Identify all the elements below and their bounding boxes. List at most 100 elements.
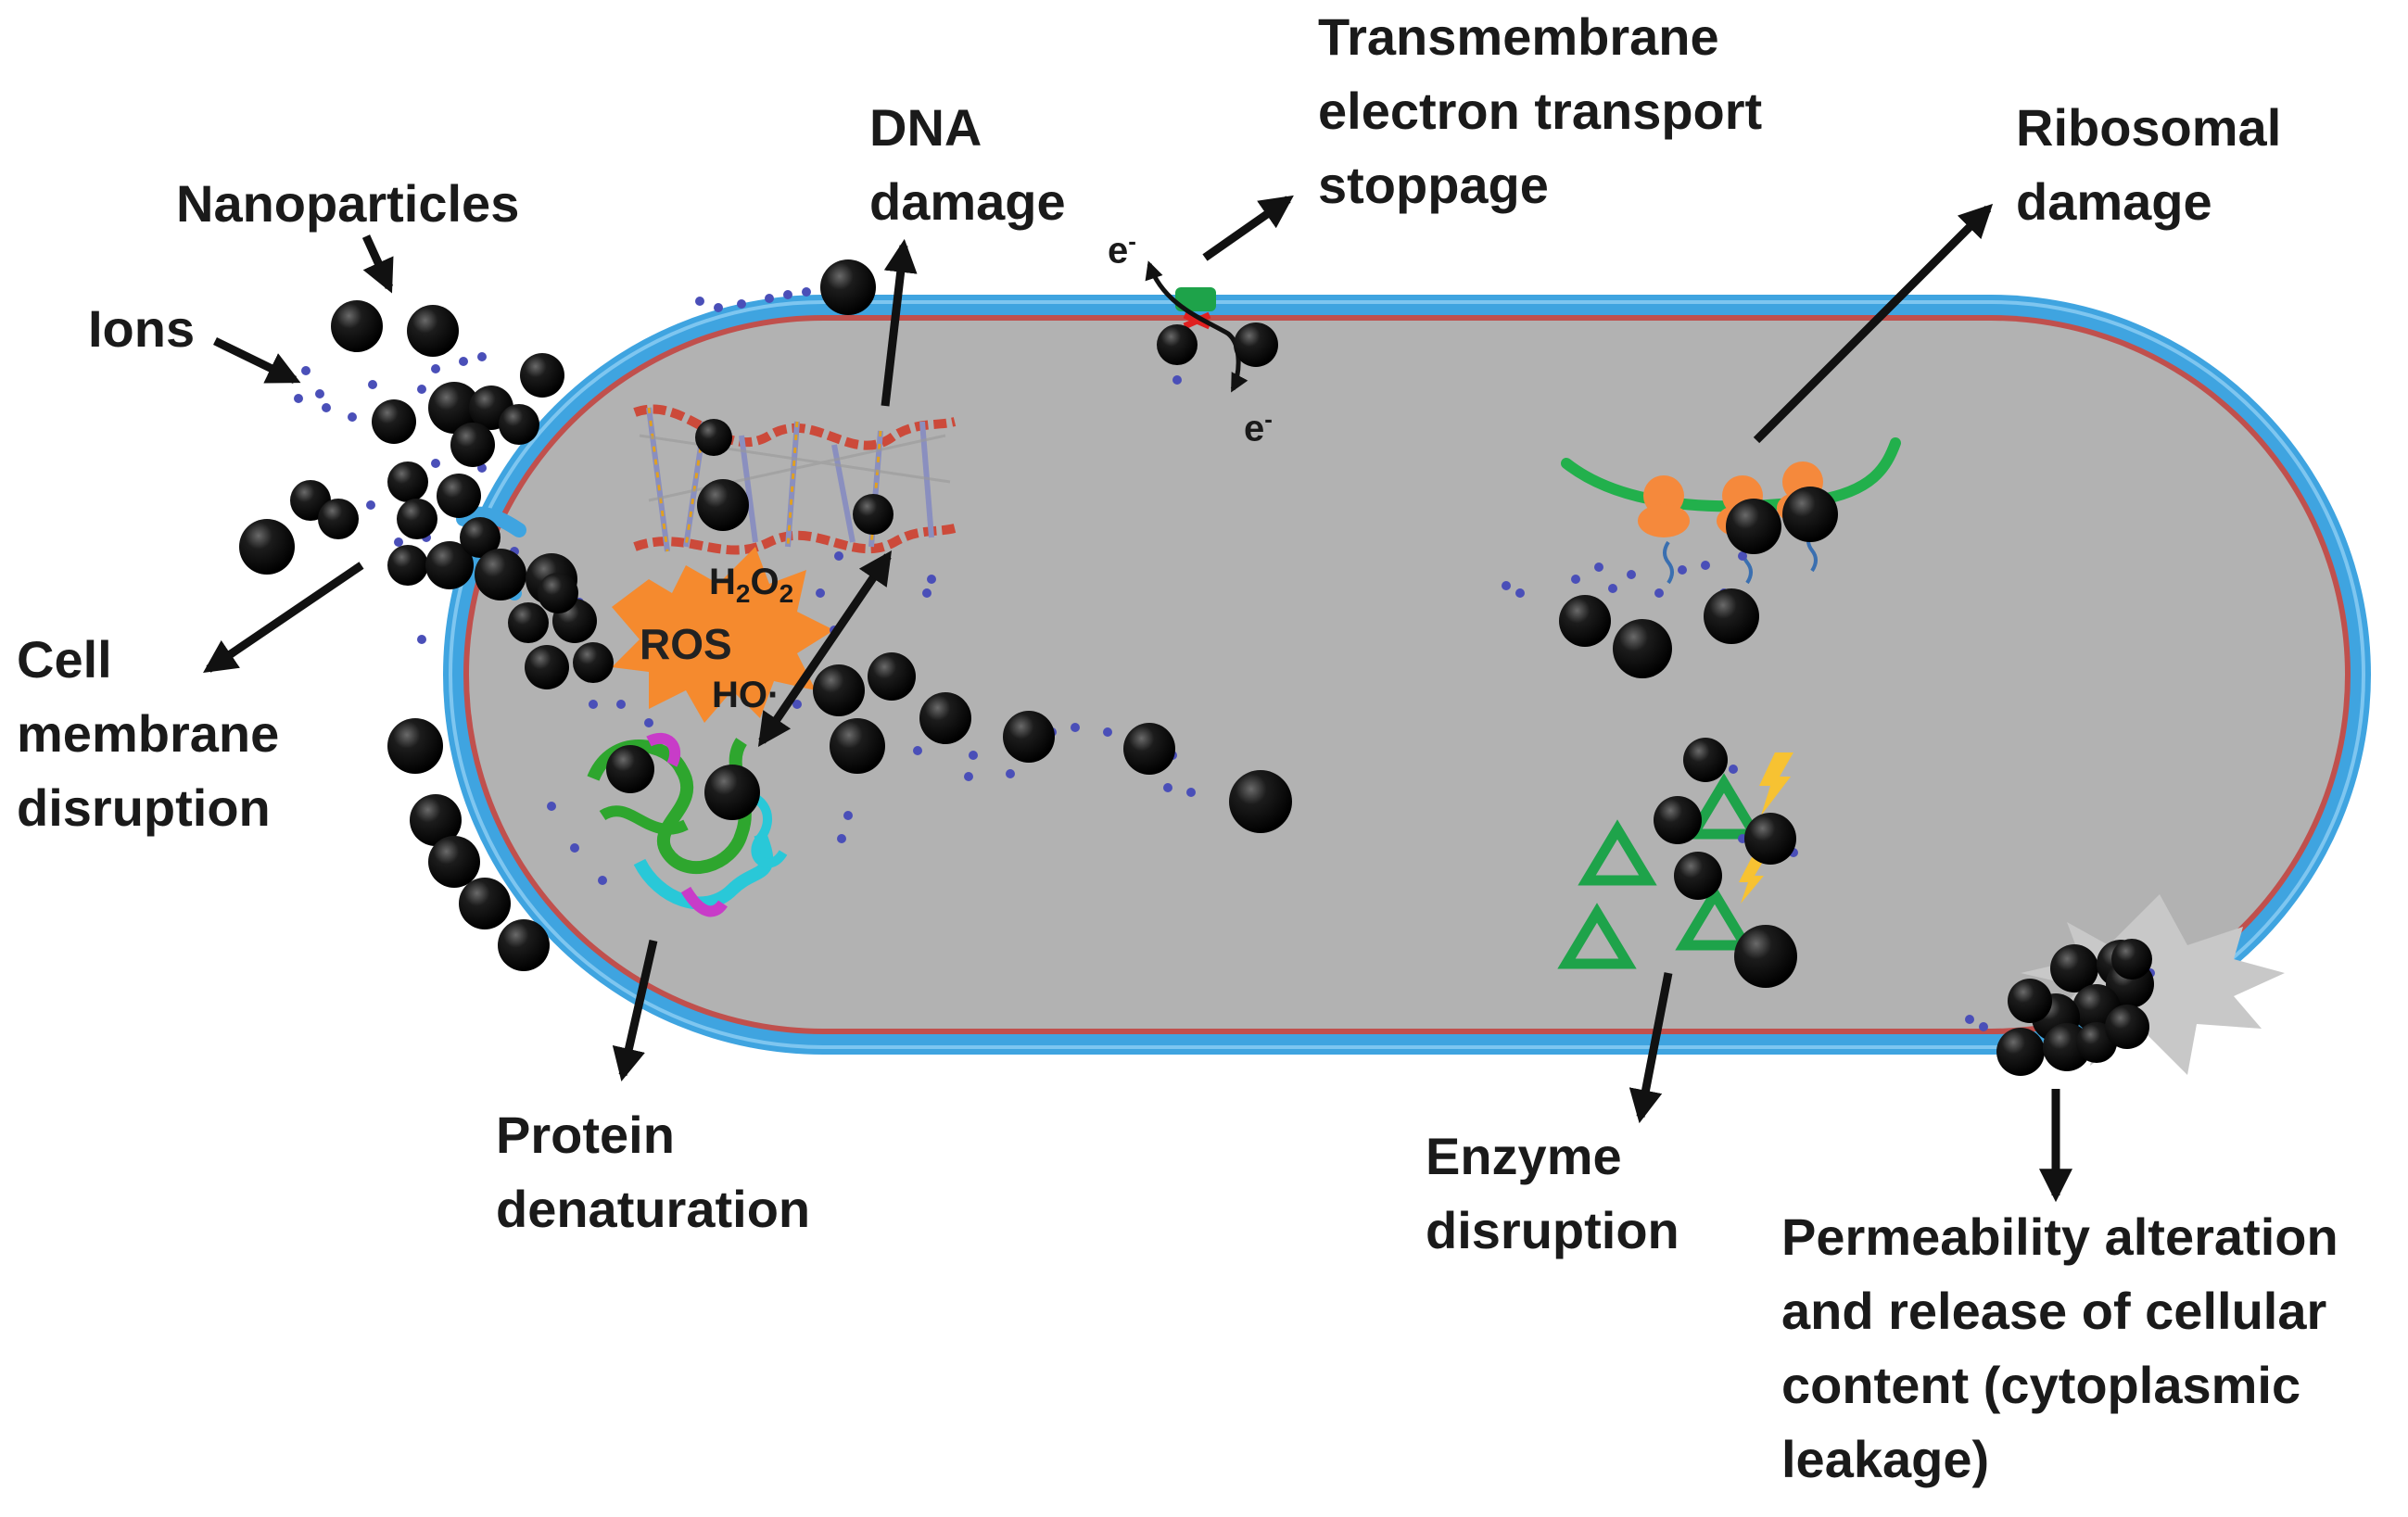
label-permeability-alteration: Permeability alteration and release of c… — [1781, 1207, 2338, 1488]
ion-icon — [394, 537, 403, 547]
nanoparticle-icon — [372, 399, 416, 444]
nanoparticle-icon — [1996, 1028, 2045, 1076]
nanoparticle-icon — [1726, 499, 1781, 554]
ion-icon — [1172, 375, 1182, 385]
nanoparticle-icon — [239, 519, 295, 575]
arrow-dna-damage — [881, 238, 918, 407]
nanoparticle-icon — [1704, 588, 1759, 644]
nanoparticle-icon — [1559, 595, 1611, 647]
ion-icon — [431, 459, 440, 468]
ion-icon — [843, 811, 853, 820]
ion-icon — [913, 746, 922, 755]
nanoparticle-icon — [459, 878, 511, 929]
ion-icon — [1186, 788, 1196, 797]
ion-icon — [366, 500, 375, 510]
nanoparticles — [239, 259, 2154, 1076]
ion-icon — [417, 635, 426, 644]
ion-icon — [1979, 1022, 1988, 1031]
nanoparticle-icon — [1744, 813, 1796, 865]
ion-icon — [1071, 723, 1080, 732]
label-cell-membrane-disruption: Cell membrane disruption — [17, 630, 280, 837]
nanoparticle-icon — [1782, 487, 1838, 542]
electron-bottom-charge: - — [1264, 405, 1273, 433]
arrow-enzyme-disruption — [1629, 972, 1673, 1124]
ion-icon — [1515, 588, 1525, 598]
ion-icon — [368, 380, 377, 389]
ion-icon — [570, 843, 579, 853]
ion-icon — [644, 718, 653, 727]
ion-icon — [431, 364, 440, 373]
arrow-transmembrane — [1202, 195, 1294, 261]
ion-icon — [834, 551, 843, 561]
nanoparticle-icon — [919, 692, 971, 744]
ion-icon — [969, 751, 978, 760]
ion-icon — [598, 876, 607, 885]
arrow-ions — [213, 336, 301, 385]
nanoparticle-icon — [1734, 925, 1797, 988]
nanoparticle-icon — [868, 652, 916, 701]
pore-upper — [456, 506, 526, 537]
ion-icon — [1678, 565, 1687, 575]
ion-icon — [477, 352, 487, 361]
nanoparticle-icon — [1229, 770, 1292, 833]
label-ribosomal-damage: Ribosomal damage — [2016, 98, 2282, 231]
nanoparticle-icon — [410, 794, 462, 846]
nanoparticle-icon — [573, 642, 614, 683]
ion-icon — [589, 700, 598, 709]
nanoparticle-icon — [1234, 322, 1278, 367]
protein-icon — [587, 732, 788, 917]
dna-icon — [633, 404, 957, 555]
label-h2o2: H2O2 — [709, 562, 793, 614]
ion-icon — [737, 299, 746, 309]
ion-icon — [1701, 561, 1710, 570]
h2o2-o: O — [750, 562, 779, 602]
ion-icon — [1738, 551, 1747, 561]
arrow-ribosomal-damage — [1753, 203, 1994, 444]
nanoparticle-icon — [508, 602, 549, 643]
nanoparticle-icon — [2105, 1005, 2149, 1049]
bacterial-cell — [443, 295, 2371, 1055]
h2o2-sub2: 2 — [779, 579, 794, 608]
nanoparticle-icon — [397, 499, 437, 539]
enzyme-icon — [1557, 773, 1764, 969]
ion-icon — [348, 412, 357, 422]
ion-icon — [1608, 584, 1617, 593]
nanoparticle-icon — [387, 545, 428, 586]
ion-icon — [315, 389, 324, 398]
nanoparticle-icon — [813, 664, 865, 716]
nanoparticle-icon — [525, 645, 569, 689]
ion-icon — [294, 394, 303, 403]
h2o2-h: H — [709, 562, 736, 602]
nanoparticle-icon — [407, 305, 459, 357]
nanoparticle-icon — [520, 353, 564, 398]
nanoparticle-icon — [437, 474, 481, 518]
ion-icon — [816, 588, 825, 598]
ion-icon — [1163, 783, 1172, 792]
cytoplasm — [469, 321, 2345, 1029]
ion-icon — [547, 802, 556, 811]
nanoparticle-icon — [1157, 324, 1198, 365]
nanoparticle-icon — [331, 300, 383, 352]
ion-icon — [927, 575, 936, 584]
label-electron-top: e- — [1108, 221, 1136, 271]
ion-icon — [1594, 563, 1603, 572]
label-protein-denaturation: Protein denaturation — [496, 1106, 811, 1238]
arrow-membrane-disruption — [203, 562, 364, 674]
nanoparticle-icon — [2050, 944, 2098, 992]
electron-path — [1145, 260, 1248, 393]
ion-icon — [695, 297, 704, 306]
nanoparticle-icon — [1003, 711, 1055, 763]
ion-icon — [1502, 581, 1511, 590]
ion-icon — [301, 366, 311, 375]
ion-icon — [1627, 570, 1636, 579]
label-hydroxyl: HO· — [712, 675, 780, 715]
nanoparticle-icon — [2111, 939, 2152, 980]
nanoparticle-icon — [1613, 619, 1672, 678]
nanoparticle-icon — [450, 423, 495, 467]
ion-icon — [765, 294, 774, 303]
nanoparticle-icon — [387, 461, 428, 502]
electron-top-charge: - — [1128, 227, 1136, 255]
electron-top-e: e — [1108, 230, 1129, 272]
arrows — [203, 195, 2072, 1203]
